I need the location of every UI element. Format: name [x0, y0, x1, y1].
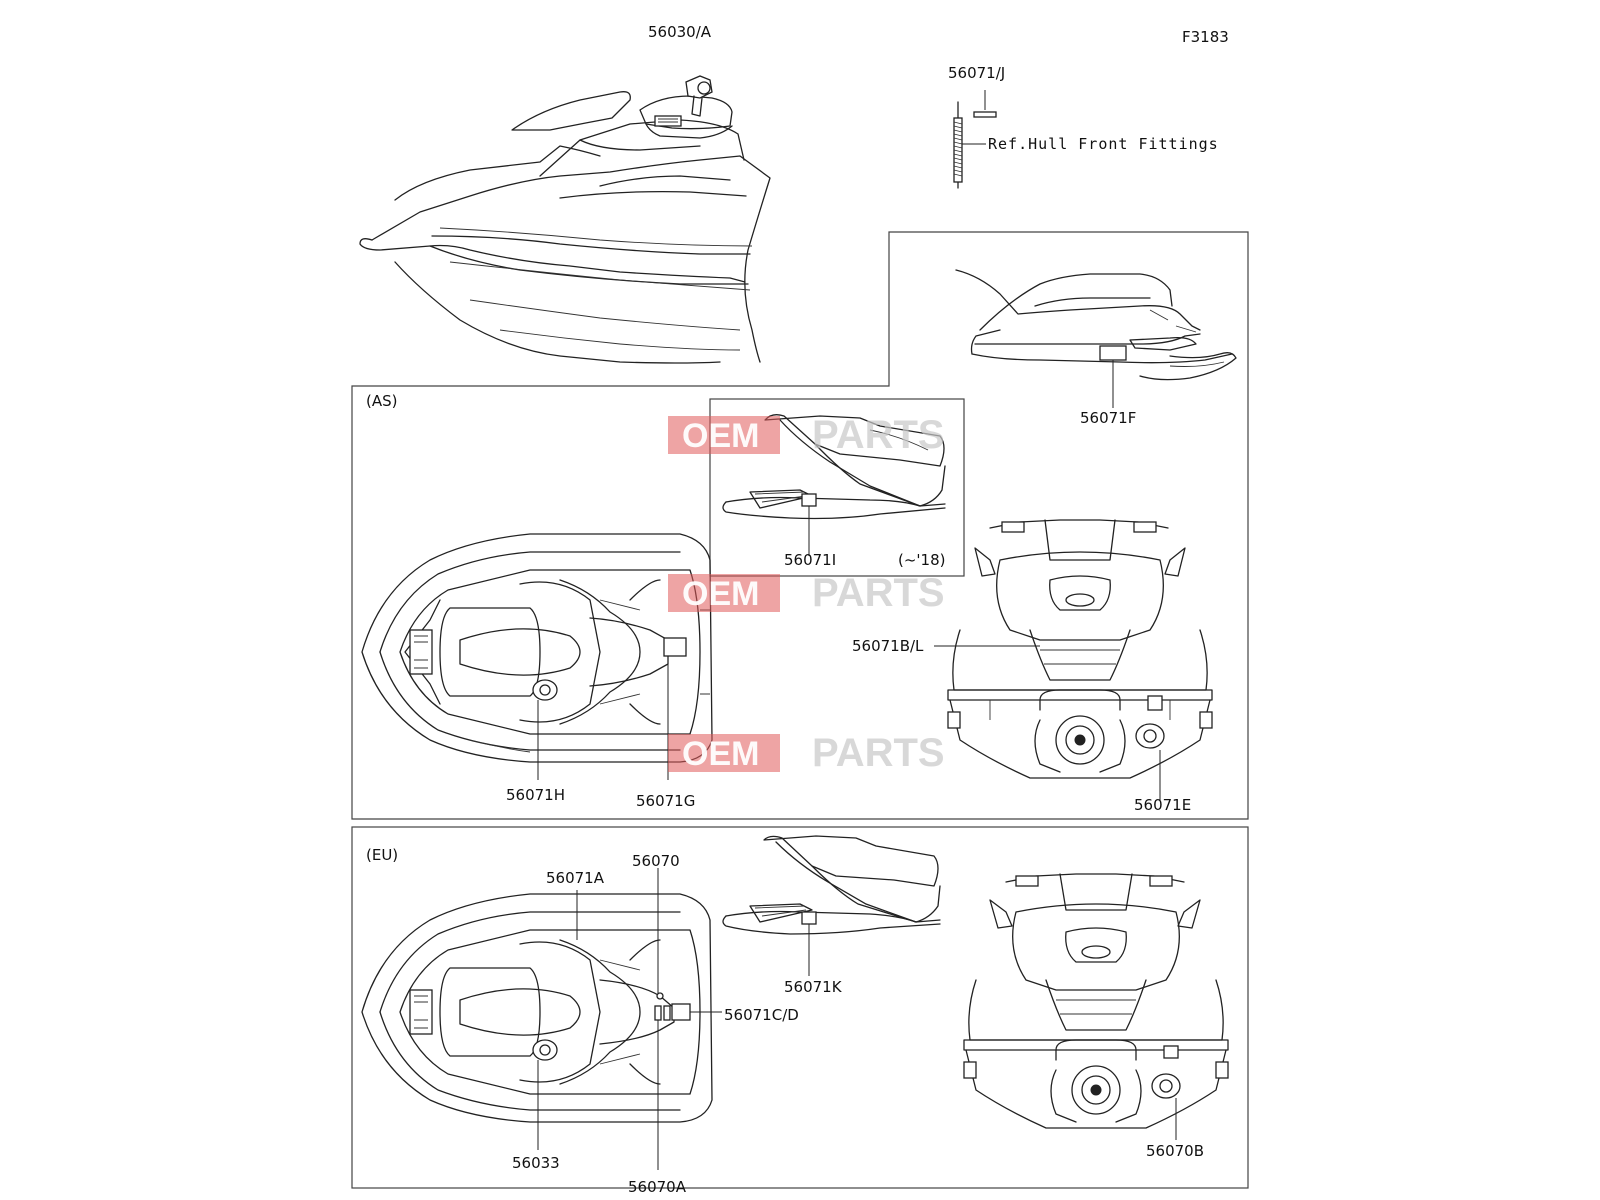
- inset-year-label: (~'18): [898, 551, 945, 569]
- watermark-left-text: OEM: [682, 575, 759, 613]
- upper-frame: [351, 231, 1249, 820]
- eu-frame: [351, 826, 1249, 1189]
- rear-view-illustration-as: [947, 519, 1213, 779]
- hull-front-illustration: [359, 75, 771, 364]
- part-label-56070B: 56070B: [1146, 1142, 1204, 1160]
- top-view-illustration-eu: [361, 893, 713, 1123]
- rear-view-illustration-eu: [963, 873, 1229, 1129]
- watermark-2: OEM PARTS: [668, 571, 945, 615]
- ref-note: Ref.Hull Front Fittings: [988, 135, 1219, 153]
- part-label-56071I: 56071I: [784, 551, 836, 569]
- region-label-as: (AS): [366, 392, 398, 410]
- part-label-56071F: 56071F: [1080, 409, 1136, 427]
- watermark-3: OEM PARTS: [668, 731, 945, 775]
- part-label-56071K: 56071K: [784, 978, 843, 996]
- part-label-56070A: 56070A: [628, 1178, 687, 1196]
- part-label-56071E: 56071E: [1134, 796, 1191, 814]
- part-label-56071H: 56071H: [506, 786, 565, 804]
- part-label-56071CD: 56071C/D: [724, 1006, 799, 1024]
- watermark-right-text: PARTS: [812, 731, 945, 775]
- watermark-1: OEM PARTS: [668, 413, 945, 457]
- part-label-56030A: 56030/A: [648, 23, 712, 41]
- top-view-illustration-as: [361, 533, 713, 763]
- region-label-eu: (EU): [366, 846, 398, 864]
- hull-front-fitting-illustration: [953, 101, 997, 189]
- seat-rear-illustration-I: [722, 414, 946, 520]
- part-label-56071G: 56071G: [636, 792, 695, 810]
- seat-rear-illustration-K: [722, 835, 941, 935]
- part-label-56071A: 56071A: [546, 869, 605, 887]
- inset-frame-56071I: [709, 398, 965, 577]
- part-label-56033: 56033: [512, 1154, 560, 1172]
- watermark-right-text: PARTS: [812, 413, 945, 457]
- part-label-56070: 56070: [632, 852, 680, 870]
- figure-code: F3183: [1182, 28, 1229, 46]
- part-label-56071J: 56071/J: [948, 64, 1005, 82]
- part-label-56071BL: 56071B/L: [852, 637, 924, 655]
- watermark-right-text: PARTS: [812, 571, 945, 615]
- seat-rear-illustration-F: [955, 269, 1237, 381]
- watermark-left-text: OEM: [682, 735, 759, 773]
- watermark-left-text: OEM: [682, 417, 759, 455]
